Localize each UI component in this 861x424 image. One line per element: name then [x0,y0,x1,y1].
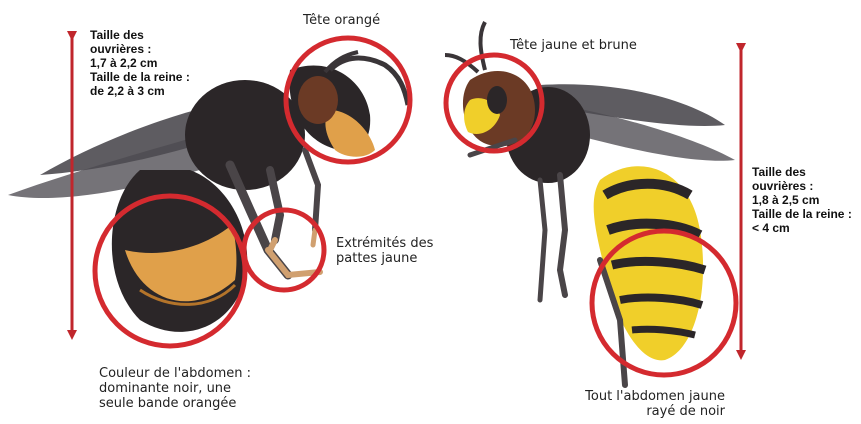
left-legs-label-line-1: Extrémités des [336,236,433,251]
left-size-line-2: ouvrières : [90,42,190,56]
right-abdomen-label-line-2: rayé de noir [565,404,725,419]
right-abdomen-label-line-1: Tout l'abdomen jaune [565,389,725,404]
right-size-line-4: Taille de la reine : [752,207,852,221]
right-abdomen-label: Tout l'abdomen jaune rayé de noir [565,389,725,419]
left-size-line-5: de 2,2 à 3 cm [90,84,190,98]
left-legs-label: Extrémités des pattes jaune [336,236,433,266]
left-head-label: Tête orangé [303,13,380,28]
left-legs-label-line-2: pattes jaune [336,251,433,266]
right-size-line-5: < 4 cm [752,221,852,235]
right-size-text: Taille des ouvrières : 1,8 à 2,5 cm Tail… [752,165,852,235]
left-abdomen-label-line-3: seule bande orangée [99,396,251,411]
asian-hornet-illustration [8,52,408,332]
right-size-line-2: ouvrières : [752,179,852,193]
right-head-label: Tête jaune et brune [510,38,637,53]
left-size-line-3: 1,7 à 2,2 cm [90,56,190,70]
right-size-line-3: 1,8 à 2,5 cm [752,193,852,207]
left-legs-highlight-circle [244,210,324,290]
left-abdomen-label: Couleur de l'abdomen : dominante noir, u… [99,366,251,411]
left-size-line-1: Taille des [90,28,190,42]
left-abdomen-label-line-2: dominante noir, une [99,381,251,396]
right-size-line-1: Taille des [752,165,852,179]
left-size-text: Taille des ouvrières : 1,7 à 2,2 cm Tail… [90,28,190,98]
left-size-line-4: Taille de la reine : [90,70,190,84]
left-abdomen-label-line-1: Couleur de l'abdomen : [99,366,251,381]
european-wasp-illustration [445,22,735,385]
